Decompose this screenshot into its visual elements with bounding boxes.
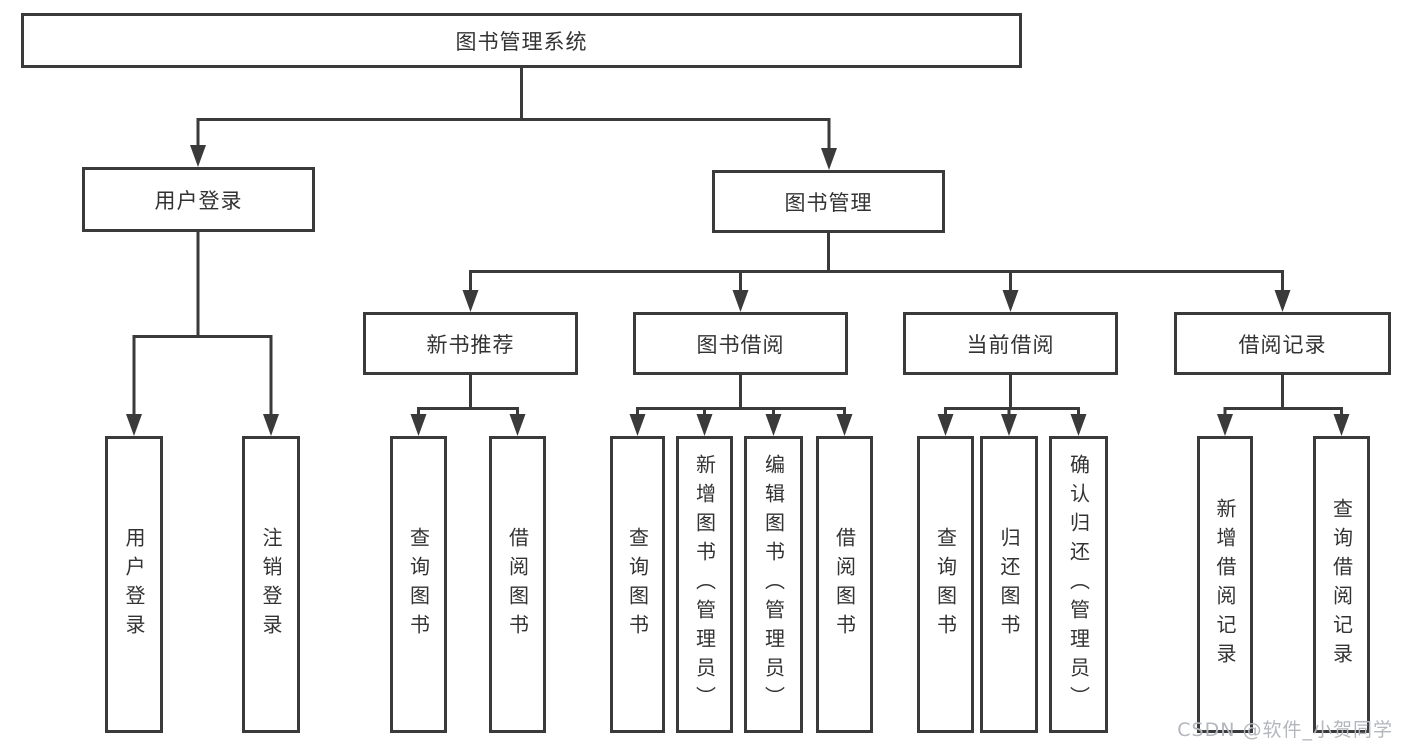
node-user-login: 用户登录 [82,167,315,232]
csdn-watermark: CSDN @软件_小贺同学 [1177,719,1393,741]
node-root-system: 图书管理系统 [21,13,1022,68]
node-book-borrow: 图书借阅 [633,312,848,375]
node-root-label: 图书管理系统 [455,29,588,54]
leaf-edit-book-admin-label: 编辑图书（管理员） [761,454,786,715]
node-current-borrow-label: 当前借阅 [966,332,1055,357]
leaf-user-login-label: 用户登录 [122,526,146,643]
leaf-add-borrow-record: 新增借阅记录 [1197,436,1253,733]
leaf-query-book-borrow: 查询图书 [610,436,665,733]
leaf-borrow-book-label: 借阅图书 [832,526,857,643]
leaf-confirm-return-admin-label: 确认归还（管理员） [1066,454,1091,715]
leaf-query-book-current: 查询图书 [917,436,974,733]
leaf-add-book-admin: 新增图书（管理员） [676,436,733,733]
node-borrow-record-label: 借阅记录 [1238,332,1327,357]
node-new-book-recommend: 新书推荐 [363,312,578,375]
node-new-book-recommend-label: 新书推荐 [426,332,515,357]
leaf-add-borrow-record-label: 新增借阅记录 [1213,497,1237,672]
node-book-management: 图书管理 [712,170,945,233]
leaf-query-borrow-record: 查询借阅记录 [1313,436,1370,733]
node-book-management-label: 图书管理 [784,190,873,215]
leaf-logout-login-label: 注销登录 [259,526,283,643]
leaf-query-borrow-record-label: 查询借阅记录 [1329,497,1354,672]
node-current-borrow: 当前借阅 [903,312,1118,375]
leaf-add-book-admin-label: 新增图书（管理员） [692,454,717,715]
leaf-query-book-recommend: 查询图书 [390,436,447,733]
leaf-query-book-recommend-label: 查询图书 [406,526,431,643]
leaf-confirm-return-admin: 确认归还（管理员） [1049,436,1108,733]
leaf-edit-book-admin: 编辑图书（管理员） [744,436,803,733]
leaf-borrow-book: 借阅图书 [816,436,873,733]
leaf-return-book-label: 归还图书 [997,526,1021,643]
leaf-query-book-borrow-label: 查询图书 [625,526,650,643]
leaf-user-login: 用户登录 [105,436,163,733]
leaf-borrow-book-recommend-label: 借阅图书 [505,526,530,643]
leaf-query-book-current-label: 查询图书 [933,526,958,643]
node-user-login-label: 用户登录 [154,188,243,213]
leaf-logout-login: 注销登录 [242,436,300,733]
leaf-return-book: 归还图书 [980,436,1038,733]
leaf-borrow-book-recommend: 借阅图书 [489,436,546,733]
node-borrow-record: 借阅记录 [1174,312,1391,375]
node-book-borrow-label: 图书借阅 [696,332,785,357]
